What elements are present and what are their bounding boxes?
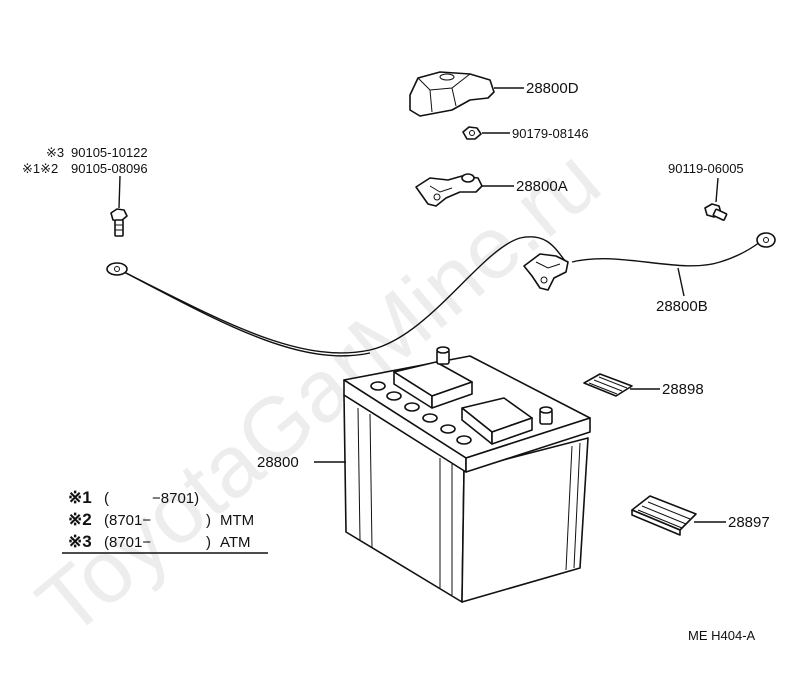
- bolt-number-1-2: 90105-08096: [71, 161, 148, 176]
- clamp-terminal-part: [415, 173, 483, 207]
- legend-range-3: ): [206, 534, 211, 551]
- bolt-right-part: [704, 203, 728, 221]
- applicability-legend: ※1 ( −8701) ※2 (8701− ) MTM ※3 (8701− ) …: [62, 488, 268, 554]
- legend-open-3: (8701−: [104, 534, 151, 551]
- legend-mark-2: ※2: [68, 510, 92, 529]
- bolt-left-part: [110, 208, 128, 237]
- part-label-cover: 28800D: [526, 80, 579, 97]
- part-label-nut: 90179-08146: [512, 126, 589, 141]
- small-tag-part: [583, 373, 633, 397]
- bolt-number-3: 90105-10122: [71, 145, 148, 160]
- part-label-battery: 28800: [257, 454, 299, 471]
- battery-part: [343, 346, 591, 603]
- part-label-clamp: 28800A: [516, 178, 568, 195]
- bolt-mark-3: ※3: [46, 145, 64, 160]
- bolt-mark-1-2: ※1※2: [22, 161, 58, 176]
- terminal-cover-part: [409, 71, 495, 117]
- legend-open-2: (8701−: [104, 512, 151, 529]
- ground-cable-part: [106, 232, 776, 357]
- large-tag-part: [631, 495, 697, 536]
- legend-mark-1: ※1: [68, 488, 92, 507]
- legend-range-1: −8701): [152, 490, 199, 507]
- legend-open-1: (: [104, 490, 109, 507]
- leader-line-bolt-right: [715, 177, 719, 203]
- nut-part: [462, 126, 482, 140]
- legend-mark-3: ※3: [68, 532, 92, 551]
- part-label-cable: 28800B: [656, 298, 708, 315]
- part-label-bolt-right: 90119-06005: [668, 161, 744, 176]
- legend-suffix-2: MTM: [220, 512, 254, 529]
- part-label-large-tag: 28897: [728, 514, 770, 531]
- legend-suffix-3: ATM: [220, 534, 251, 551]
- leader-line-cable: [677, 267, 685, 297]
- part-label-small-tag: 28898: [662, 381, 704, 398]
- leader-line-bolt-left: [118, 175, 121, 209]
- figure-code: ME H404-A: [688, 628, 756, 643]
- legend-range-2: ): [206, 512, 211, 529]
